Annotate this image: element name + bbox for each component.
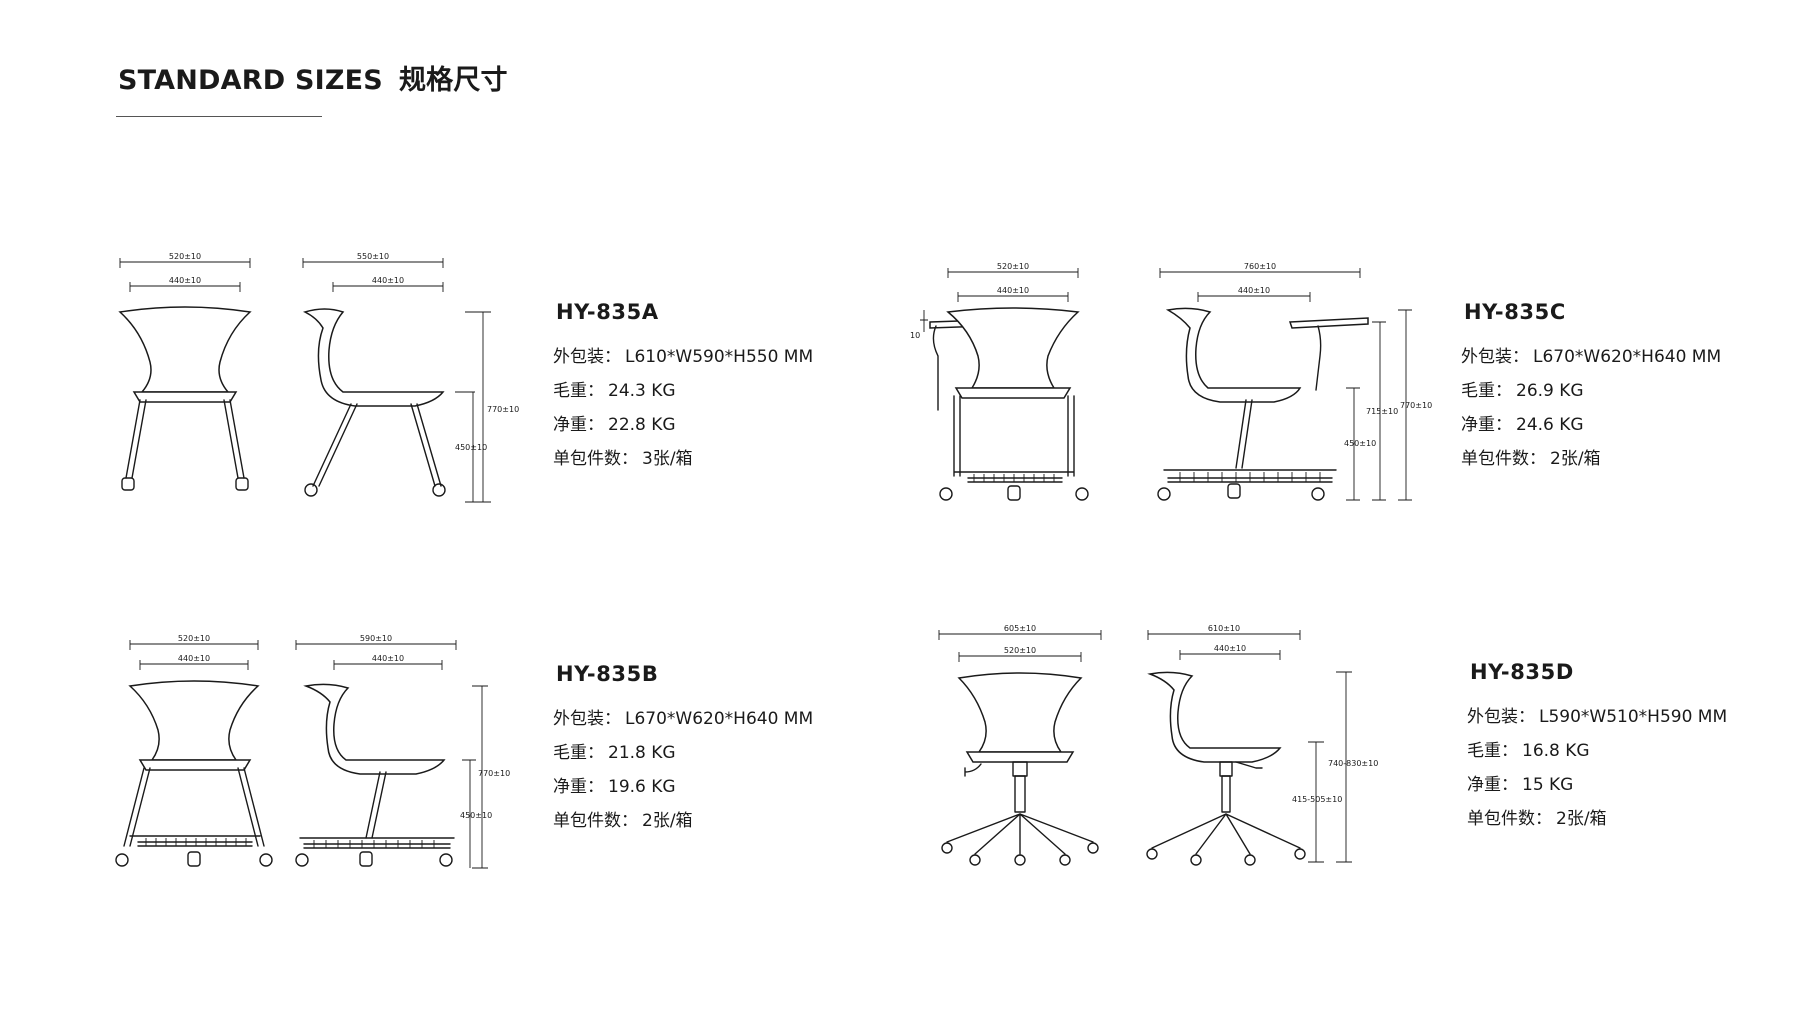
spec-value: 15 KG	[1522, 775, 1574, 795]
spec-label: 单包件数：	[1467, 809, 1552, 829]
hy-835d-front-view: 605±10 520±10	[935, 622, 1110, 872]
dim-tablet-height: 715±10	[1366, 407, 1398, 416]
spec-label: 外包装：	[1461, 347, 1529, 367]
model-name: HY-835B	[556, 662, 659, 686]
dim-width-outer: 605±10	[1004, 624, 1036, 633]
spec-value: 19.6 KG	[608, 777, 676, 797]
spec-value: 24.3 KG	[608, 381, 676, 401]
spec-per-box: 单包件数：2张/箱	[1461, 448, 1721, 470]
spec-value: 2张/箱	[642, 811, 693, 831]
spec-label: 外包装：	[1467, 707, 1535, 727]
dim-width-outer: 520±10	[169, 252, 201, 261]
spec-label: 外包装：	[553, 709, 621, 729]
spec-per-box: 单包件数：3张/箱	[553, 448, 813, 470]
spec-label: 单包件数：	[553, 811, 638, 831]
spec-label: 净重：	[1467, 775, 1518, 795]
dim-seat-height: 450±10	[455, 443, 487, 452]
spec-gross-weight: 毛重：26.9 KG	[1461, 380, 1721, 402]
hy-835b-spec: HY-835B 外包装：L670*W620*H640 MM 毛重：21.8 KG…	[553, 662, 813, 844]
spec-value: 3张/箱	[642, 449, 693, 469]
spec-label: 净重：	[1461, 415, 1512, 435]
hy-835a-spec: HY-835A 外包装：L610*W590*H550 MM 毛重：24.3 KG…	[553, 300, 813, 482]
page-title: STANDARD SIZES 规格尺寸	[118, 58, 508, 97]
spec-label: 净重：	[553, 777, 604, 797]
dim-width-outer: 520±10	[997, 262, 1029, 271]
spec-label: 单包件数：	[1461, 449, 1546, 469]
hy-835c-side-view: 760±10 440±10 770±10 715±10 450±10	[1150, 260, 1440, 515]
spec-value: L670*W620*H640 MM	[1533, 347, 1722, 367]
dim-height-total: 770±10	[478, 769, 510, 778]
dim-width-inner: 520±10	[1004, 646, 1036, 655]
spec-package: 外包装：L590*W510*H590 MM	[1467, 706, 1727, 728]
dim-depth-outer: 760±10	[1244, 262, 1276, 271]
spec-value: L590*W510*H590 MM	[1539, 707, 1728, 727]
spec-value: 24.6 KG	[1516, 415, 1584, 435]
dim-height-total: 770±10	[487, 405, 519, 414]
dim-width-outer: 520±10	[178, 634, 210, 643]
model-name: HY-835D	[1470, 660, 1574, 684]
dim-seat-height: 450±10	[1344, 439, 1376, 448]
spec-package: 外包装：L670*W620*H640 MM	[553, 708, 813, 730]
spec-package: 外包装：L670*W620*H640 MM	[1461, 346, 1721, 368]
spec-label: 毛重：	[1467, 741, 1518, 761]
page-title-en: STANDARD SIZES	[118, 65, 383, 96]
dim-width-inner: 440±10	[169, 276, 201, 285]
dim-width-inner: 440±10	[178, 654, 210, 663]
spec-value: L670*W620*H640 MM	[625, 709, 814, 729]
spec-package: 外包装：L610*W590*H550 MM	[553, 346, 813, 368]
spec-per-box: 单包件数：2张/箱	[553, 810, 813, 832]
spec-label: 单包件数：	[553, 449, 638, 469]
spec-net-weight: 净重：15 KG	[1467, 774, 1727, 796]
model-name: HY-835A	[556, 300, 659, 324]
spec-value: 22.8 KG	[608, 415, 676, 435]
spec-label: 毛重：	[553, 743, 604, 763]
spec-label: 外包装：	[553, 347, 621, 367]
dim-height-total: 770±10	[1400, 401, 1432, 410]
spec-gross-weight: 毛重：21.8 KG	[553, 742, 813, 764]
dim-depth-inner: 440±10	[1214, 644, 1246, 653]
page-title-cn: 规格尺寸	[398, 65, 508, 96]
spec-value: 2张/箱	[1550, 449, 1601, 469]
spec-label: 毛重：	[1461, 381, 1512, 401]
dim-tablet-thickness: 10	[910, 331, 920, 340]
dim-depth-outer: 550±10	[357, 252, 389, 261]
spec-net-weight: 净重：22.8 KG	[553, 414, 813, 436]
dim-depth-outer: 610±10	[1208, 624, 1240, 633]
hy-835d-side-view: 610±10 440±10 740-830±10 415-505±10	[1140, 622, 1378, 872]
hy-835b-front-view: 520±10 440±10	[112, 632, 287, 882]
dim-depth-inner: 440±10	[372, 276, 404, 285]
hy-835a-front-view: 520±10 440±10	[110, 250, 270, 515]
dim-seat-height: 450±10	[460, 811, 492, 820]
hy-835a-side-view: 550±10 440±10 770±10 450±10	[295, 250, 519, 515]
hy-835b-side-view: 590±10 440±10 770±10 450±10	[294, 632, 510, 882]
hy-835d-spec: HY-835D 外包装：L590*W510*H590 MM 毛重：16.8 KG…	[1467, 660, 1727, 842]
hy-835c-front-view: 520±10 440±10 10	[908, 260, 1108, 515]
dim-width-inner: 440±10	[997, 286, 1029, 295]
spec-label: 净重：	[553, 415, 604, 435]
spec-per-box: 单包件数：2张/箱	[1467, 808, 1727, 830]
spec-value: 2张/箱	[1556, 809, 1607, 829]
spec-value: L610*W590*H550 MM	[625, 347, 814, 367]
dim-depth-inner: 440±10	[1238, 286, 1270, 295]
dim-depth-inner: 440±10	[372, 654, 404, 663]
dim-depth-outer: 590±10	[360, 634, 392, 643]
spec-gross-weight: 毛重：16.8 KG	[1467, 740, 1727, 762]
dim-height-range: 740-830±10	[1328, 759, 1378, 768]
title-underline	[116, 116, 322, 117]
model-name: HY-835C	[1464, 300, 1566, 324]
spec-value: 21.8 KG	[608, 743, 676, 763]
hy-835c-spec: HY-835C 外包装：L670*W620*H640 MM 毛重：26.9 KG…	[1461, 300, 1721, 482]
spec-net-weight: 净重：19.6 KG	[553, 776, 813, 798]
spec-value: 26.9 KG	[1516, 381, 1584, 401]
spec-value: 16.8 KG	[1522, 741, 1590, 761]
spec-net-weight: 净重：24.6 KG	[1461, 414, 1721, 436]
spec-label: 毛重：	[553, 381, 604, 401]
dim-seat-height-range: 415-505±10	[1292, 795, 1342, 804]
spec-gross-weight: 毛重：24.3 KG	[553, 380, 813, 402]
